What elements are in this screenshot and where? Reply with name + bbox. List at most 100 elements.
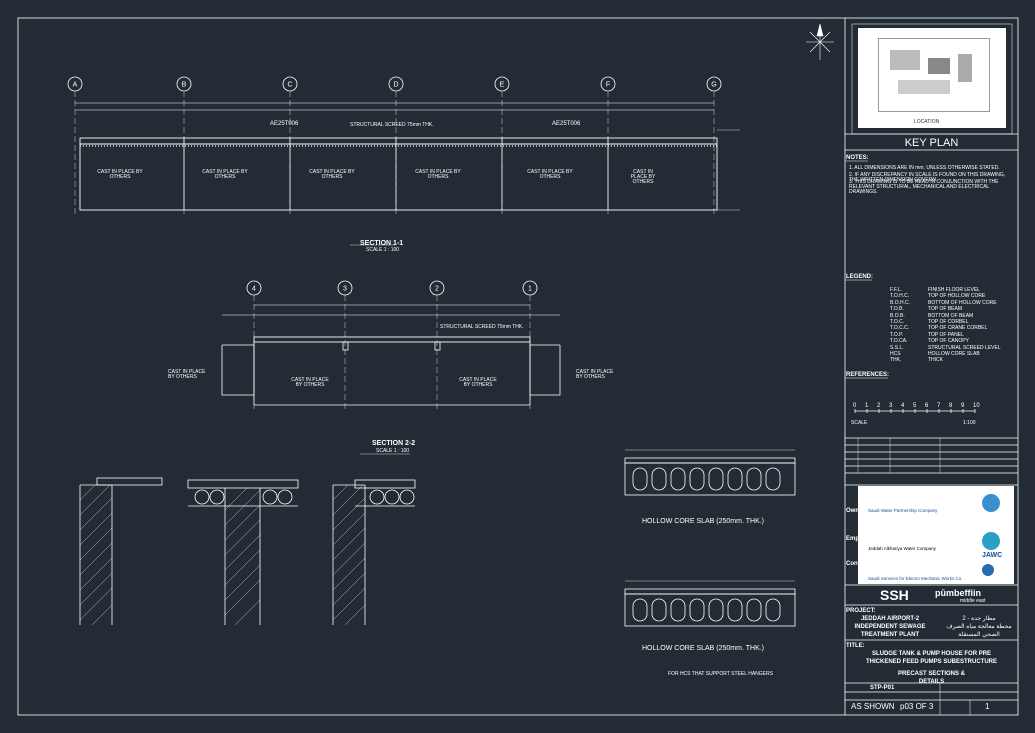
legend-desc: TOP OF BEAM <box>928 306 962 313</box>
grid-bubble-label: 4 <box>252 286 256 293</box>
ssh-logo: SSH <box>880 587 909 603</box>
legend-desc: FINISH FLOOR LEVEL <box>928 287 980 293</box>
scale-shown: AS SHOWN <box>851 702 895 711</box>
project-line: TREATMENT PLANT <box>860 632 920 638</box>
grid-bubble-label: 3 <box>343 286 347 293</box>
legend-code: T.O.B. <box>890 306 904 313</box>
slab2-label: HOLLOW CORE SLAB (250mm. THK.) <box>642 645 765 652</box>
key-plan-thumbnail: LOCATION <box>858 28 1006 128</box>
scale-tick-label: 10 <box>973 403 980 409</box>
scale-tick-label: 5 <box>913 403 917 409</box>
pm-logo: pūmbeffiin <box>935 588 981 598</box>
section2-cast-side-left: CAST IN PLACE BY OTHERS <box>168 369 206 380</box>
scale-tick-label: 2 <box>877 403 881 409</box>
grid-bubble-label: E <box>500 82 505 89</box>
legend-code: T.O.H.C. <box>890 293 910 300</box>
grid-bubble-label: 2 <box>435 286 439 293</box>
grid-bubble-label: D <box>393 82 398 89</box>
legend-code: F.F.L. <box>890 287 902 293</box>
legend-code: THK. <box>890 357 902 364</box>
references-heading: REFERENCES: <box>846 372 890 378</box>
legend-code: T.O.C.C. <box>890 325 910 332</box>
grid-bubble-label: B <box>182 82 187 89</box>
legend-desc: HOLLOW CORE SLAB <box>928 351 980 357</box>
jawc-logo-icon <box>982 532 1000 550</box>
scale-word: SCALE <box>851 420 868 426</box>
revision: 1 <box>985 702 990 711</box>
hangers-note: FOR HCS THAT SUPPORT STEEL HANGERS <box>668 671 773 677</box>
mark-left: AE25T006 <box>270 121 299 127</box>
title-line: DETAILS <box>918 679 945 685</box>
legend-desc: TOP OF PANEL <box>928 331 964 338</box>
legend-desc: TOP OF CANOPY <box>928 338 969 345</box>
grid-bubble <box>388 76 404 92</box>
section2-scale: SCALE 1 : 100 <box>376 448 410 454</box>
grid-bubble <box>282 76 298 92</box>
scale-tick-label: 0 <box>853 403 857 409</box>
legend-code: T.O.C. <box>890 319 905 325</box>
legend-desc: TOP OF CORBEL <box>928 319 969 325</box>
cast-in-place-label: CAST IN PLACE BY OTHERS <box>97 169 143 180</box>
legend-code: T.O.CA. <box>890 338 908 345</box>
section2-cast-mid-right: CAST IN PLACE BY OTHERS <box>459 377 497 388</box>
client-logos: Saudi Water Partnership Company Jeddah A… <box>858 486 1014 584</box>
note-item: 2. IF ANY DISCREPANCY IN SCALE IS FOUND … <box>849 172 1006 183</box>
notes-heading: NOTES: <box>846 155 869 161</box>
section1-title: SECTION 1-1 <box>360 240 404 247</box>
project-line-arabic: 2 - مطار جدة <box>962 616 996 622</box>
section2-cast-side-right: CAST IN PLACE BY OTHERS <box>576 369 614 380</box>
mark-right: AE25T006 <box>552 121 581 127</box>
scale-value: 1:100 <box>963 420 976 426</box>
scale-tick-label: 3 <box>889 403 893 409</box>
section2-screed: STRUCTURAL SCREED 75mm THK. <box>440 324 524 330</box>
key-plan-title: KEY PLAN <box>904 137 959 149</box>
section2-cast-mid-left: CAST IN PLACE BY OTHERS <box>291 377 329 388</box>
grid-bubble-label: C <box>287 82 292 89</box>
project-heading: PROJECT: <box>846 608 876 614</box>
legend-desc: BOTTOM OF HOLLOW CORE <box>928 299 997 306</box>
grid-bubble-label: G <box>711 82 716 89</box>
scale-tick-label: 9 <box>961 403 965 409</box>
section2-title: SECTION 2-2 <box>372 440 416 447</box>
scale-tick-label: 1 <box>865 403 869 409</box>
pm-sub: middle east <box>960 598 986 604</box>
ssem-logo-icon <box>982 564 994 576</box>
grid-bubble <box>600 76 616 92</box>
company1-name: Saudi Water Partnership Company <box>868 508 938 513</box>
grid-bubble <box>429 280 445 296</box>
legend-code: S.S.L. <box>890 344 904 351</box>
grid-bubble <box>246 280 262 296</box>
scale-tick-label: 7 <box>937 403 941 409</box>
grid-bubble-label: A <box>73 82 78 89</box>
scale-tick-label: 6 <box>925 403 929 409</box>
drawing-number: STP-P01 <box>870 685 895 691</box>
grid-bubble <box>337 280 353 296</box>
grid-bubble <box>494 76 510 92</box>
company3-name: Saudi Services for Electro Mechanic Work… <box>868 576 963 581</box>
swpc-logo-icon <box>982 494 1000 512</box>
cast-in-place-label: CAST IN PLACE BY OTHERS <box>309 169 355 180</box>
jawc-text: JAWC <box>982 552 1003 559</box>
legend-desc: BOTTOM OF BEAM <box>928 312 974 319</box>
project-line-arabic: الصحي المستقلة <box>958 632 1000 638</box>
legend-desc: THICK <box>928 357 943 364</box>
legend-code: B.O.B. <box>890 312 905 319</box>
scale-tick-label: 4 <box>901 403 905 409</box>
title-line: THICKENED FEED PUMPS SUBESTRUCTURE <box>865 659 997 665</box>
note-item: 1. ALL DIMENSIONS ARE IN mm. UNLESS OTHE… <box>849 165 1000 171</box>
scale-tick-label: 8 <box>949 403 953 409</box>
grid-bubble <box>706 76 722 92</box>
title-line: SLUDGE TANK & PUMP HOUSE FOR PRE <box>871 651 992 657</box>
legend-desc: TOP OF HOLLOW CORE <box>928 293 986 300</box>
grid-bubble-label: F <box>606 82 610 89</box>
legend-code: B.O.H.C. <box>890 299 911 306</box>
cast-in-place-label: CAST IN PLACE BY OTHERS <box>202 169 248 180</box>
legend-code: T.O.P. <box>890 331 904 338</box>
section1-scale: SCALE 1 : 100 <box>366 247 400 253</box>
cast-in-place-label: CAST IN PLACE BY OTHERS <box>630 169 656 185</box>
legend-desc: STRUCTURAL SCREED LEVEL <box>928 344 1001 351</box>
slab1-label: HOLLOW CORE SLAB (250mm. THK.) <box>642 518 765 525</box>
grid-bubble <box>522 280 538 296</box>
